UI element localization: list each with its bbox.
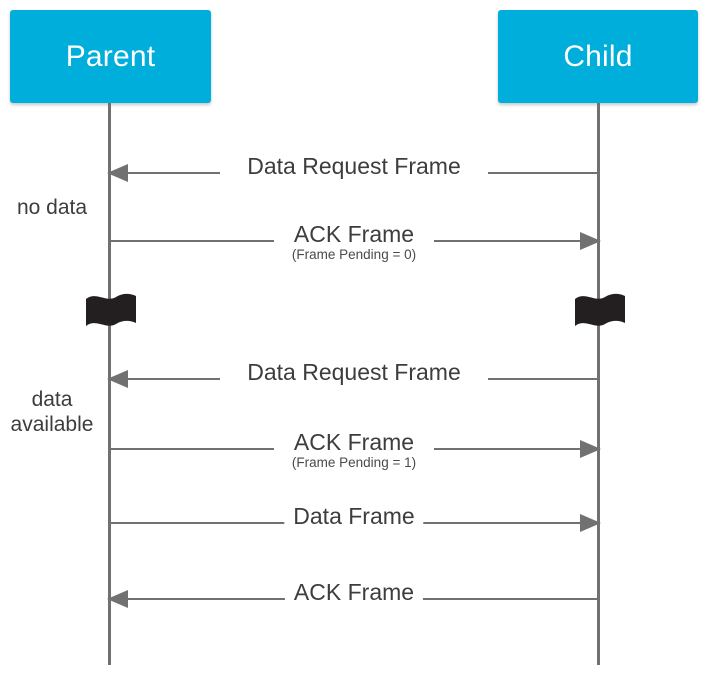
time-break-flag-icon-parent (84, 293, 138, 335)
note-data-available: data available (10, 388, 94, 436)
message-label: Data Request Frame (238, 155, 470, 178)
arrowhead-left-icon (107, 370, 128, 388)
message-line-right (434, 448, 600, 450)
actor-box-parent[interactable]: Parent (10, 10, 211, 103)
message-line-right (434, 240, 600, 242)
message-line-left (108, 172, 220, 174)
message-line-left (108, 240, 274, 242)
time-break-flag-icon-child (573, 293, 627, 335)
message-line-left (108, 448, 274, 450)
message-label: Data Frame (284, 505, 424, 528)
lifeline-child (597, 103, 600, 665)
message-line-right (488, 378, 600, 380)
arrowhead-left-icon (107, 164, 128, 182)
message-label: Data Request Frame (238, 361, 470, 384)
actor-label-child: Child (563, 39, 633, 73)
message-line-right (488, 172, 600, 174)
arrowhead-right-icon (580, 440, 601, 458)
message-line-right (418, 598, 600, 600)
message-sublabel: (Frame Pending = 1) (291, 455, 417, 470)
message-label: ACK Frame (284, 431, 424, 454)
message-label: ACK Frame (284, 581, 424, 604)
note-no-data: no data (16, 196, 88, 219)
actor-label-parent: Parent (65, 39, 156, 73)
message-line-left (108, 598, 290, 600)
arrowhead-right-icon (580, 514, 601, 532)
message-line-left (108, 522, 288, 524)
message-sublabel: (Frame Pending = 0) (291, 247, 417, 262)
arrowhead-left-icon (107, 590, 128, 608)
actor-box-child[interactable]: Child (498, 10, 698, 103)
message-line-right (420, 522, 600, 524)
arrowhead-right-icon (580, 232, 601, 250)
message-label: ACK Frame (284, 223, 424, 246)
message-line-left (108, 378, 220, 380)
